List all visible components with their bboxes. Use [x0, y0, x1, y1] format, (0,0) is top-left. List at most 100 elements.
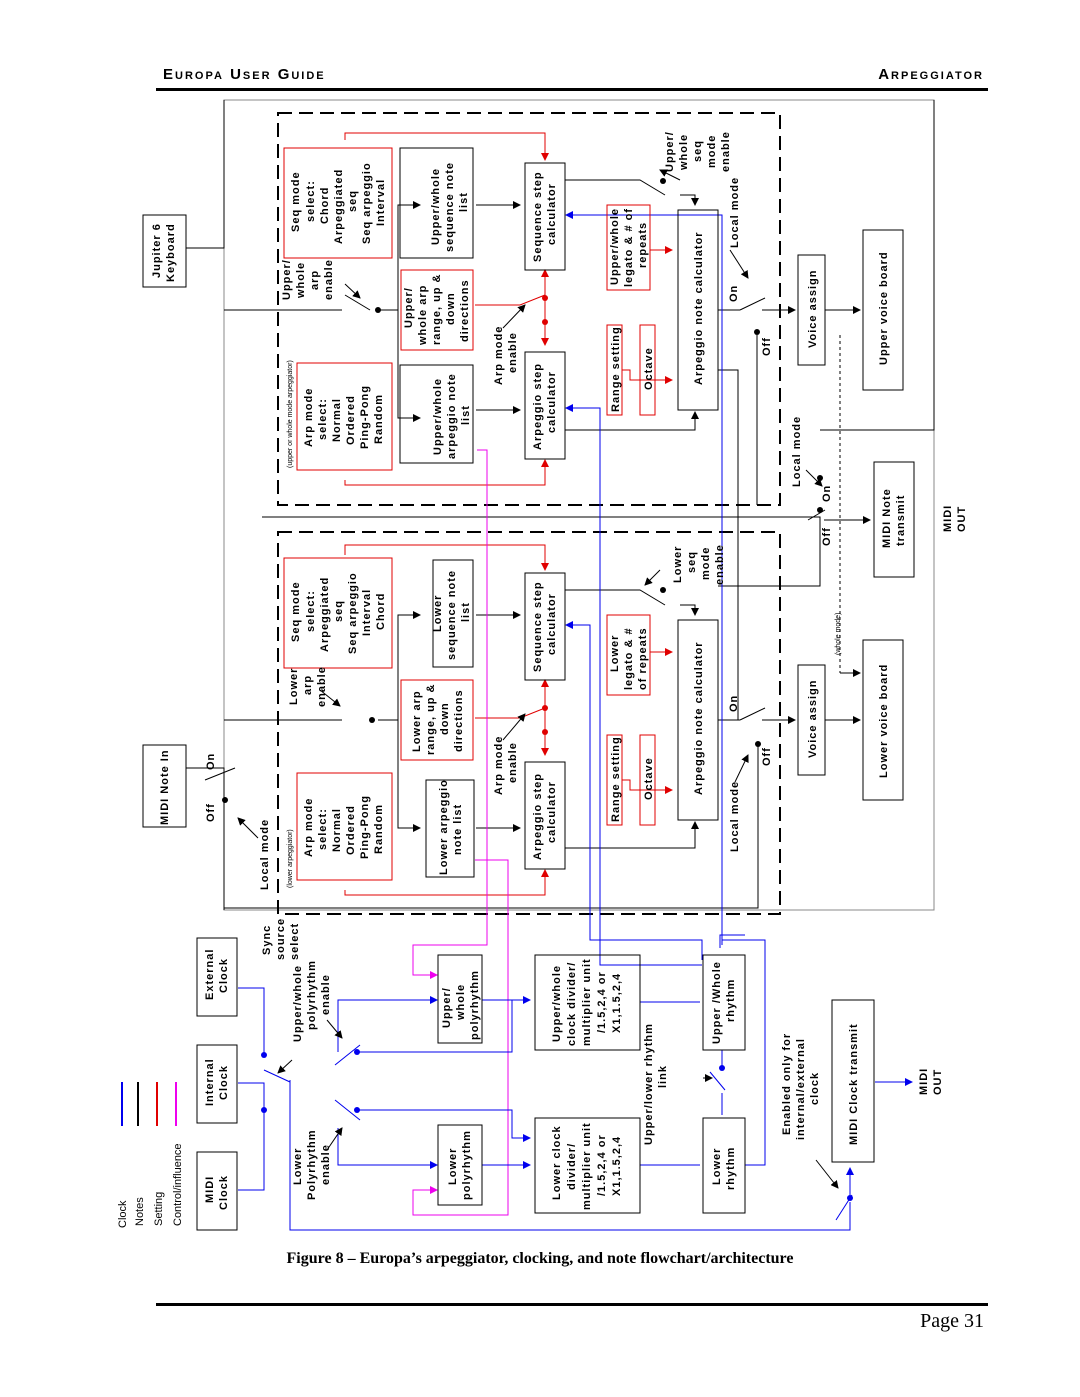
upper-seq-mode-enable-label: Upper/ whole seq mode enable: [664, 131, 732, 172]
upper-polyrhythm-label: Upper/ whole polyrhythm: [441, 970, 481, 1040]
upper-range-setting-label: Range setting: [610, 326, 622, 412]
svg-text:Interval: Interval: [361, 589, 373, 636]
svg-text:sequence note: sequence note: [446, 570, 458, 660]
lower-arpeggiator-label: (lower arpeggiator): [287, 829, 294, 888]
midi-clock-label: MIDI Clock: [204, 1175, 230, 1210]
whole-mode-label: (whole mode): [835, 613, 842, 655]
lower-seq-note-list-block: [432, 559, 474, 668]
lower-off-label: Off: [761, 747, 773, 766]
svg-text:mode: mode: [700, 547, 712, 580]
svg-text:Lower: Lower: [711, 1148, 723, 1185]
svg-text:Upper/whole: Upper/whole: [432, 378, 444, 455]
svg-text:list: list: [460, 602, 472, 622]
upper-seq-note-list-label: Upper/whole sequence note list: [430, 162, 470, 252]
svg-text:select:: select:: [317, 808, 329, 850]
upper-octave-block: [639, 324, 656, 416]
upper-clock-divider-block: [534, 954, 641, 1051]
enabled-only-label: Enabled only for internal/external clock: [781, 1033, 821, 1140]
svg-text:Ping-Pong: Ping-Pong: [359, 385, 371, 449]
internal-clock-block: [196, 1044, 238, 1124]
lower-voice-board-label: Lower voice board: [878, 664, 890, 778]
lower-local-mode-label: Local mode: [729, 781, 741, 852]
svg-text:polyrhythm: polyrhythm: [461, 1130, 473, 1200]
svg-text:clock: clock: [809, 1072, 821, 1105]
upper-arp-mode-enable-label: Arp mode enable: [493, 326, 519, 385]
upper-voice-assign-block: [797, 254, 826, 366]
upper-arp-mode-select-block: [296, 362, 393, 471]
upper-arp-note-list-label: Upper/whole arpeggio note list: [432, 373, 472, 459]
svg-text:X1,1.5,2,4: X1,1.5,2,4: [611, 1136, 623, 1196]
svg-text:External: External: [204, 949, 216, 1000]
svg-text:MIDI Note: MIDI Note: [881, 488, 893, 548]
svg-text:Upper/whole: Upper/whole: [551, 965, 563, 1042]
figure-caption: Figure 8 – Europa’s arpeggiator, clockin…: [286, 1250, 794, 1267]
lower-seq-step-calc-label: Sequence step calculator: [532, 581, 558, 672]
upper-arp-mode-select-label: Arp mode select: Normal Ordered Ping-Pon…: [303, 385, 385, 449]
upper-arp-enable-label: Upper/ whole arp enable: [281, 259, 335, 300]
upper-seq-step-calc-block: [524, 162, 566, 271]
svg-text:Lower: Lower: [447, 1148, 459, 1185]
external-clock-label: External Clock: [204, 949, 230, 1000]
svg-text:enable: enable: [320, 974, 332, 1015]
svg-text:range, up &: range, up &: [431, 273, 443, 345]
jupiter6-keyboard-block: [142, 214, 187, 288]
svg-text:Lower arpeggio: Lower arpeggio: [438, 779, 450, 875]
upper-arpeggiator-region: [277, 112, 781, 506]
svg-text:Lower: Lower: [672, 546, 684, 583]
svg-text:Normal: Normal: [331, 808, 343, 852]
lower-voice-board-block: [862, 639, 904, 801]
midi-out-clock-label: MIDI OUT: [918, 1068, 944, 1095]
midi-note-transmit-block: [873, 461, 915, 578]
svg-text:Lower clock: Lower clock: [551, 1125, 563, 1200]
upper-voice-board-label: Upper voice board: [878, 251, 890, 365]
lower-octave-label: Octave: [643, 757, 655, 800]
lower-arp-step-calc-label: Arpeggio step calculator: [532, 773, 558, 860]
lower-arpeggiator-region: [277, 531, 781, 915]
svg-text:Upper/: Upper/: [664, 131, 676, 172]
sync-source-select-label: Sync source select: [261, 918, 301, 960]
svg-text:enable: enable: [316, 666, 328, 707]
internal-clock-label: Internal Clock: [204, 1058, 230, 1106]
upper-arp-note-calc-label: Arpeggio note calculator: [693, 231, 705, 385]
upper-octave-label: Octave: [643, 347, 655, 390]
svg-text:enable: enable: [507, 742, 519, 783]
header-title-right: Arpeggiator: [878, 66, 984, 83]
footer-rule: [156, 1303, 988, 1306]
lower-voice-assign-block: [797, 664, 826, 776]
svg-text:directions: directions: [453, 689, 465, 752]
svg-text:Upper/: Upper/: [441, 987, 453, 1028]
svg-text:Jupiter 6: Jupiter 6: [151, 223, 163, 278]
lower-polyrhythm-enable-label: Lower Polyrhythm enable: [292, 1129, 332, 1200]
page-number: Page 31: [920, 1310, 984, 1332]
midi-note-in-block: [142, 744, 187, 828]
midi-on-label: On: [821, 485, 833, 502]
midi-clock-transmit-label: MIDI Clock transmit: [848, 1023, 860, 1145]
svg-text:arpeggio note: arpeggio note: [446, 373, 458, 459]
upper-legato-label: Upper/whole legato & # of repeats: [609, 208, 649, 287]
svg-text:clock divider/: clock divider/: [566, 962, 578, 1046]
svg-text:calculator: calculator: [546, 593, 558, 655]
upper-arp-range-label: Upper/ whole arp range, up & down direct…: [403, 273, 471, 346]
svg-text:polyrhythm: polyrhythm: [469, 970, 481, 1040]
lower-arp-range-block: [400, 679, 474, 761]
svg-text:Arpeggiated: Arpeggiated: [333, 169, 345, 244]
svg-text:OUT: OUT: [956, 506, 968, 532]
svg-text:seq: seq: [686, 551, 698, 573]
lower-arp-note-calc-block: [677, 619, 719, 821]
svg-text:MIDI: MIDI: [942, 505, 954, 532]
lower-seq-mode-enable-label: Lower seq mode enable: [672, 544, 726, 585]
svg-text:arp: arp: [309, 270, 321, 290]
svg-text:list: list: [458, 192, 470, 212]
svg-text:arp: arp: [302, 675, 314, 695]
upper-polyrhythm-block: [437, 954, 483, 1044]
svg-text:Upper/whole: Upper/whole: [609, 208, 621, 285]
svg-text:calculator: calculator: [546, 183, 558, 245]
svg-text:Arp mode: Arp mode: [493, 736, 505, 795]
svg-text:sequence note: sequence note: [444, 162, 456, 252]
svg-text:select: select: [289, 923, 301, 960]
upper-range-setting-block: [606, 324, 623, 416]
svg-text:divider/: divider/: [566, 1143, 578, 1190]
upper-seq-step-calc-label: Sequence step calculator: [532, 171, 558, 262]
lower-rhythm-block: [702, 1117, 746, 1214]
upper-or-whole-mode-label: (upper or whole mode arpeggiator): [287, 360, 294, 468]
